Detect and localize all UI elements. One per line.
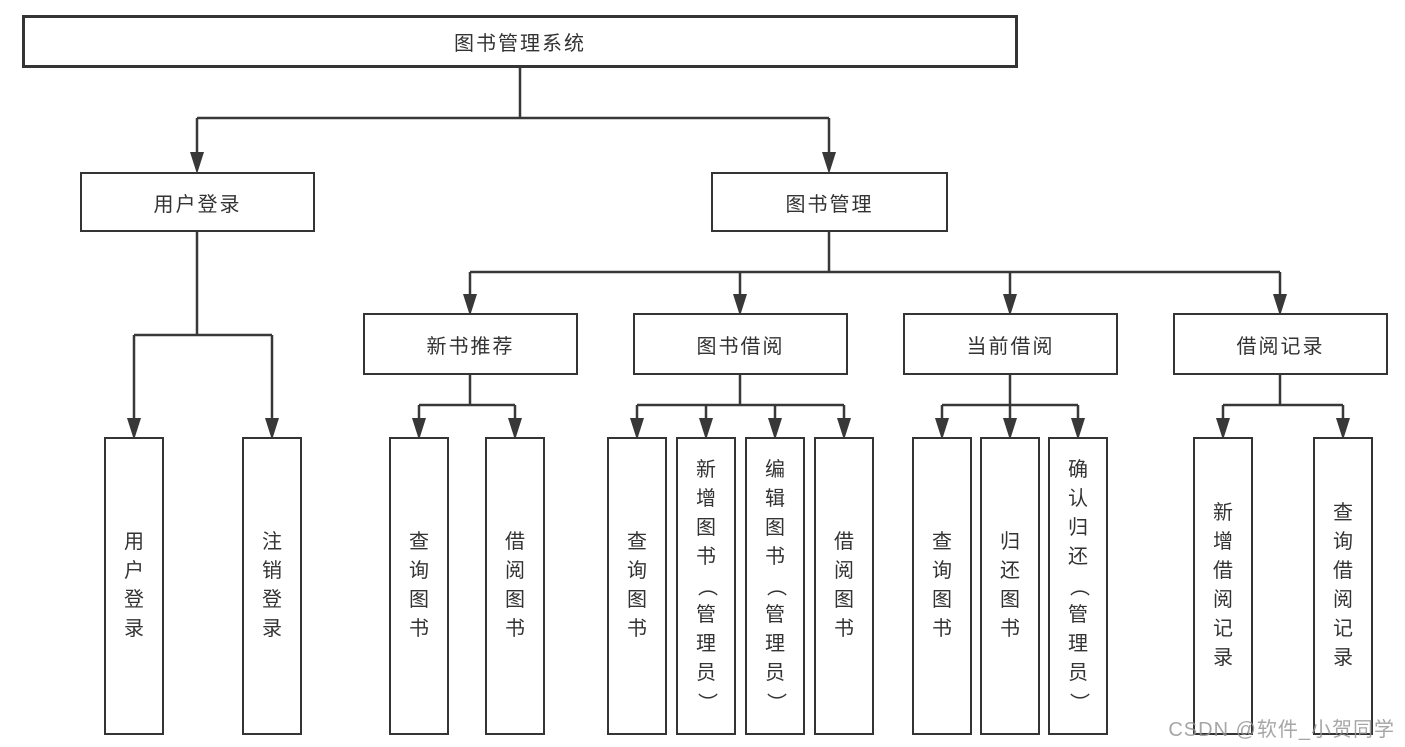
arrow-down-icon <box>1273 294 1287 316</box>
leaf-recommend-borrow-book: 借阅图书 <box>485 437 545 735</box>
arrow-down-icon <box>1336 418 1350 440</box>
node-user-login: 用户登录 <box>80 172 315 232</box>
manage-branch-line <box>468 232 1282 298</box>
leaf-record-add-borrow-record: 新增借阅记录 <box>1193 437 1253 735</box>
node-root-library-system: 图书管理系统 <box>22 15 1018 68</box>
arrow-down-icon <box>190 152 204 174</box>
arrow-down-icon <box>935 418 949 440</box>
arrow-down-icon <box>733 294 747 316</box>
node-borrow-record: 借阅记录 <box>1173 313 1388 375</box>
leaf-current-query-book: 查询图书 <box>912 437 972 735</box>
node-book-borrow: 图书借阅 <box>633 313 848 375</box>
arrow-down-icon <box>1071 418 1085 440</box>
leaf-logout: 注销登录 <box>242 437 302 735</box>
arrow-down-icon <box>768 418 782 440</box>
arrow-down-icon <box>265 418 279 440</box>
leaf-user-login: 用户登录 <box>104 437 164 735</box>
record-branch-line <box>1221 375 1345 422</box>
arrow-down-icon <box>1003 418 1017 440</box>
watermark: CSDN @软件_小贺同学 <box>1168 719 1395 741</box>
leaf-record-query-borrow-record: 查询借阅记录 <box>1313 437 1373 735</box>
recommend-branch-line <box>417 375 517 422</box>
arrow-down-icon <box>1216 418 1230 440</box>
arrow-down-icon <box>822 152 836 174</box>
current-branch-line <box>940 375 1080 422</box>
arrow-down-icon <box>837 418 851 440</box>
arrow-down-icon <box>630 418 644 440</box>
node-current-borrow: 当前借阅 <box>903 313 1118 375</box>
login-branch-line <box>132 232 274 422</box>
borrow-branch-line <box>635 375 846 422</box>
leaf-current-confirm-return-admin: 确认归还（管理员） <box>1048 437 1108 735</box>
arrow-down-icon <box>463 294 477 316</box>
leaf-recommend-query-book: 查询图书 <box>389 437 449 735</box>
arrow-down-icon <box>127 418 141 440</box>
leaf-current-return-book: 归还图书 <box>980 437 1040 735</box>
node-book-management: 图书管理 <box>711 172 948 232</box>
node-new-book-recommend: 新书推荐 <box>363 313 578 375</box>
leaf-borrow-edit-book-admin: 编辑图书（管理员） <box>745 437 805 735</box>
leaf-borrow-query-book: 查询图书 <box>607 437 667 735</box>
arrow-down-icon <box>412 418 426 440</box>
leaf-borrow-add-book-admin: 新增图书（管理员） <box>676 437 736 735</box>
arrow-down-icon <box>508 418 522 440</box>
arrow-down-icon <box>699 418 713 440</box>
leaf-borrow-borrow-book: 借阅图书 <box>814 437 874 735</box>
root-branch-line <box>195 68 831 156</box>
arrowheads <box>127 152 1350 440</box>
arrow-down-icon <box>1003 294 1017 316</box>
